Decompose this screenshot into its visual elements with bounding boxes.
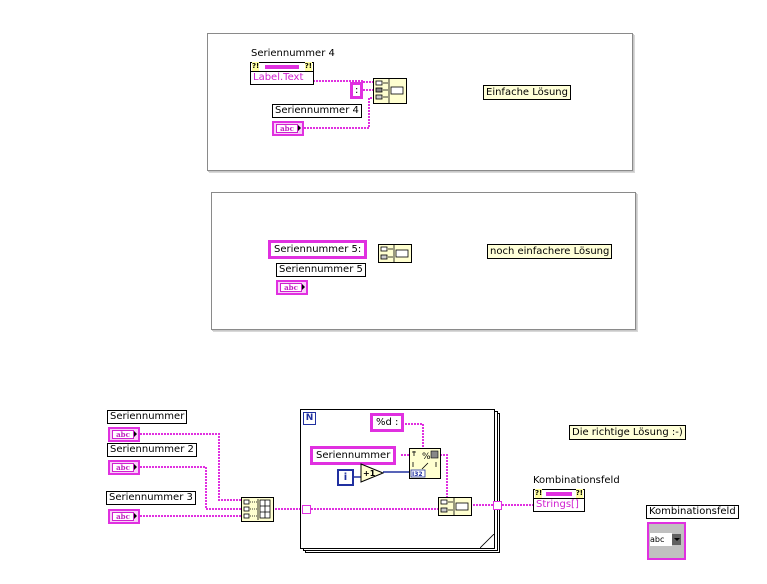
abc-icon: abc [280,283,302,292]
string-terminal-serial5[interactable]: abc [276,280,308,295]
combobox-terminal[interactable]: abc [647,522,686,560]
abc-icon: abc [276,124,298,133]
concatenate-strings-1[interactable] [373,78,407,104]
property-node-combobox[interactable]: ?!?! Strings[] [533,489,585,512]
string-terminal-serial4[interactable]: abc [272,121,304,136]
property-label-text[interactable]: Label.Text [253,72,304,83]
wire-terminal4-to-concat [304,97,373,129]
property-strings[interactable]: Strings[] [536,499,579,510]
wire-labeltext-to-concat [313,80,373,83]
string-terminal-serial2[interactable]: abc [108,460,140,475]
format-into-string-icon: % I32 [410,450,439,478]
property-node-label-1: Seriennummer 4 [251,48,335,59]
section-1-frame [207,33,633,171]
increment-label: +1 [363,469,376,478]
concatenate-icon [375,79,404,103]
format-into-string[interactable]: % I32 [409,448,441,479]
wire-sn2-to-build [140,466,241,510]
increment-function[interactable]: +1 [360,463,384,483]
loop-output-tunnel[interactable] [493,501,502,510]
property-node-label-combobox: Kombinationsfeld [533,475,620,486]
concatenate-strings-3[interactable] [438,497,472,516]
terminal-label-serial5: Seriennummer 5 [276,263,366,277]
loop-corner-icon [480,534,494,548]
comment-correct-solution: Die richtige Lösung :-) [569,425,686,440]
for-loop[interactable]: N [300,409,495,549]
terminal-label-serial4: Seriennummer 4 [272,104,362,118]
build-array[interactable] [241,497,274,522]
dropdown-arrow-icon[interactable] [672,534,681,545]
format-constant[interactable]: %d : [370,413,405,432]
string-terminal-serial3[interactable]: abc [108,509,140,524]
combobox-type-label: abc [650,533,672,546]
abc-icon: abc [112,430,134,439]
build-array-icon [243,499,271,520]
iteration-terminal[interactable]: i [337,469,354,486]
string-terminal-serial[interactable]: abc [108,427,140,442]
concatenate-strings-2[interactable] [378,244,412,263]
svg-text:%: % [422,452,431,462]
terminal-label-serial2: Seriennummer 2 [107,443,197,457]
comment-simple-solution: Einfache Lösung [483,85,571,100]
comment-simpler-solution: noch einfachere Lösung [487,244,613,259]
concatenate-icon [380,245,409,262]
abc-icon: abc [112,463,134,472]
terminal-label-serial3: Seriennummer 3 [106,491,196,505]
loop-count-terminal[interactable]: N [303,412,316,425]
section-2-frame [211,192,636,330]
combobox-terminal-label: Kombinationsfeld [646,505,739,519]
property-node-serial4[interactable]: ?!?! Label.Text [250,62,314,85]
wire-sn1-to-build [140,433,241,501]
loop-input-tunnel[interactable] [302,505,311,514]
separator-constant[interactable]: : [350,82,364,99]
svg-text:I32: I32 [412,471,423,478]
abc-icon: abc [112,512,134,521]
label-constant-serial5[interactable]: Seriennummer 5: [268,240,368,259]
concatenate-icon [440,498,469,515]
terminal-label-serial: Seriennummer [107,410,188,424]
string-constant-serial[interactable]: Seriennummer [310,446,397,465]
